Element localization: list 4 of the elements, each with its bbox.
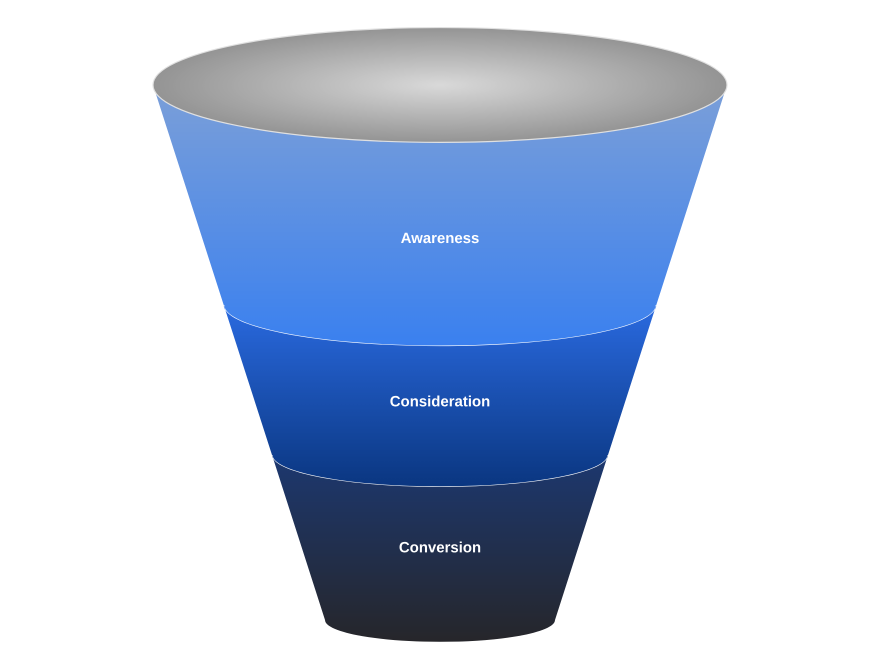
funnel-stage: Consideration <box>271 396 609 488</box>
funnel-stage: Awareness <box>152 27 728 347</box>
funnel-stage: Conversion <box>400 542 480 552</box>
node-label: Awareness <box>401 232 479 244</box>
